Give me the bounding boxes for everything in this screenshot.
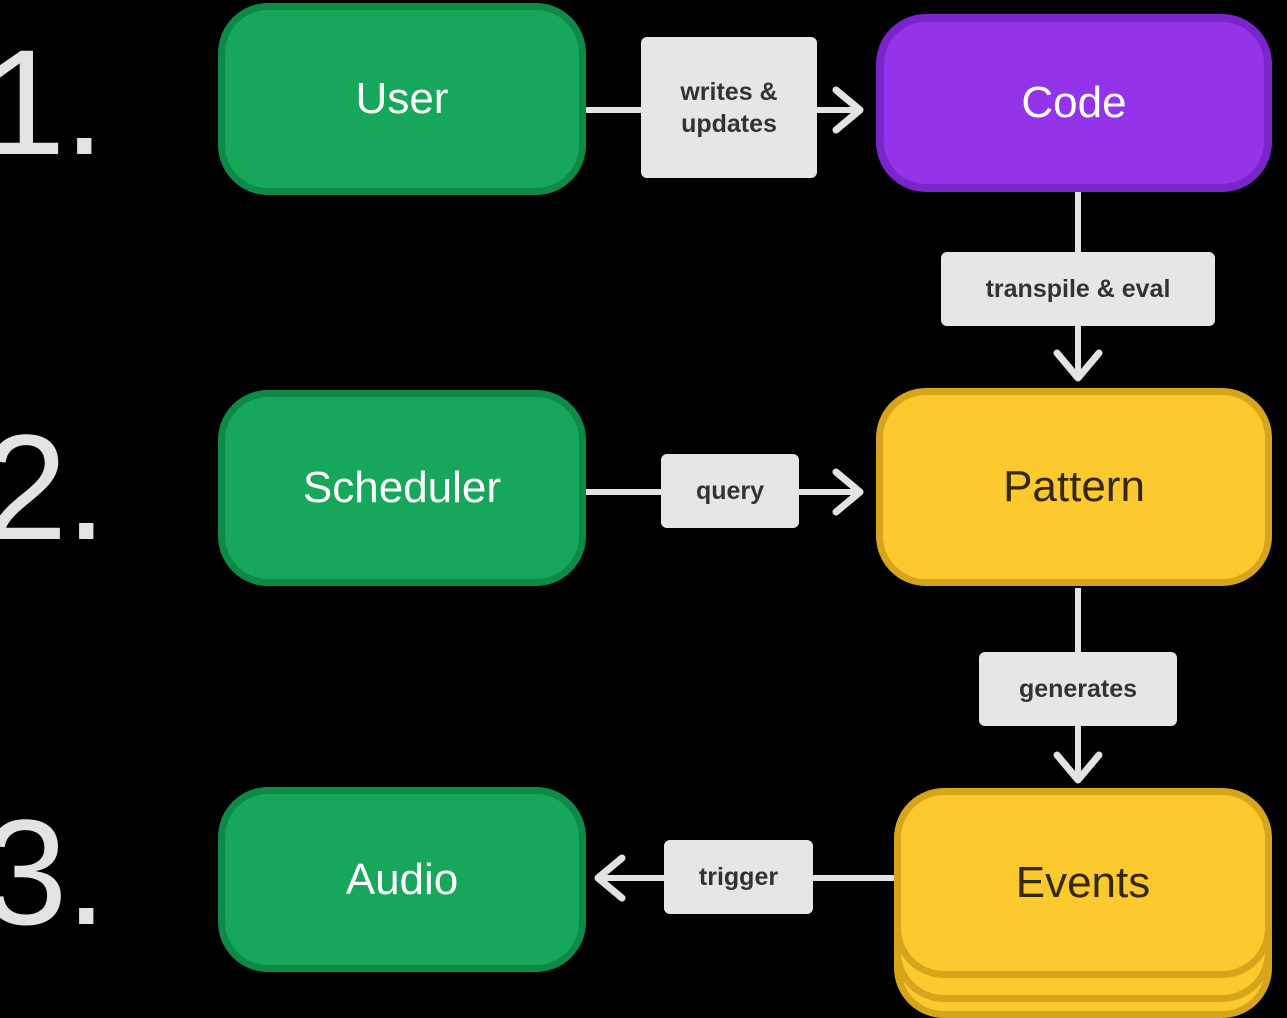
edge-label-user-code: writes & updates	[641, 37, 817, 178]
node-user-label: User	[355, 74, 449, 123]
node-pattern-label: Pattern	[1003, 462, 1145, 511]
edge-label-code-pattern: transpile & eval	[941, 252, 1215, 326]
edge-label-scheduler-pattern: query	[661, 454, 799, 528]
node-code-label: Code	[1021, 78, 1127, 127]
node-audio-label: Audio	[345, 854, 459, 904]
node-pattern[interactable]: Pattern	[876, 388, 1272, 586]
node-code[interactable]: Code	[876, 14, 1272, 192]
node-scheduler-label: Scheduler	[302, 463, 502, 512]
step-number-3: 3.	[0, 788, 107, 956]
step-number-1: 1.	[0, 18, 105, 186]
node-scheduler[interactable]: Scheduler	[218, 390, 586, 586]
node-events[interactable]: Events	[894, 788, 1272, 978]
step-number-2: 2.	[0, 403, 107, 571]
node-audio[interactable]: Audio	[218, 787, 586, 972]
node-user[interactable]: User	[218, 3, 586, 195]
node-events-label: Events	[1015, 858, 1151, 907]
edge-label-events-audio: trigger	[664, 840, 813, 914]
edge-label-pattern-events: generates	[979, 652, 1177, 726]
